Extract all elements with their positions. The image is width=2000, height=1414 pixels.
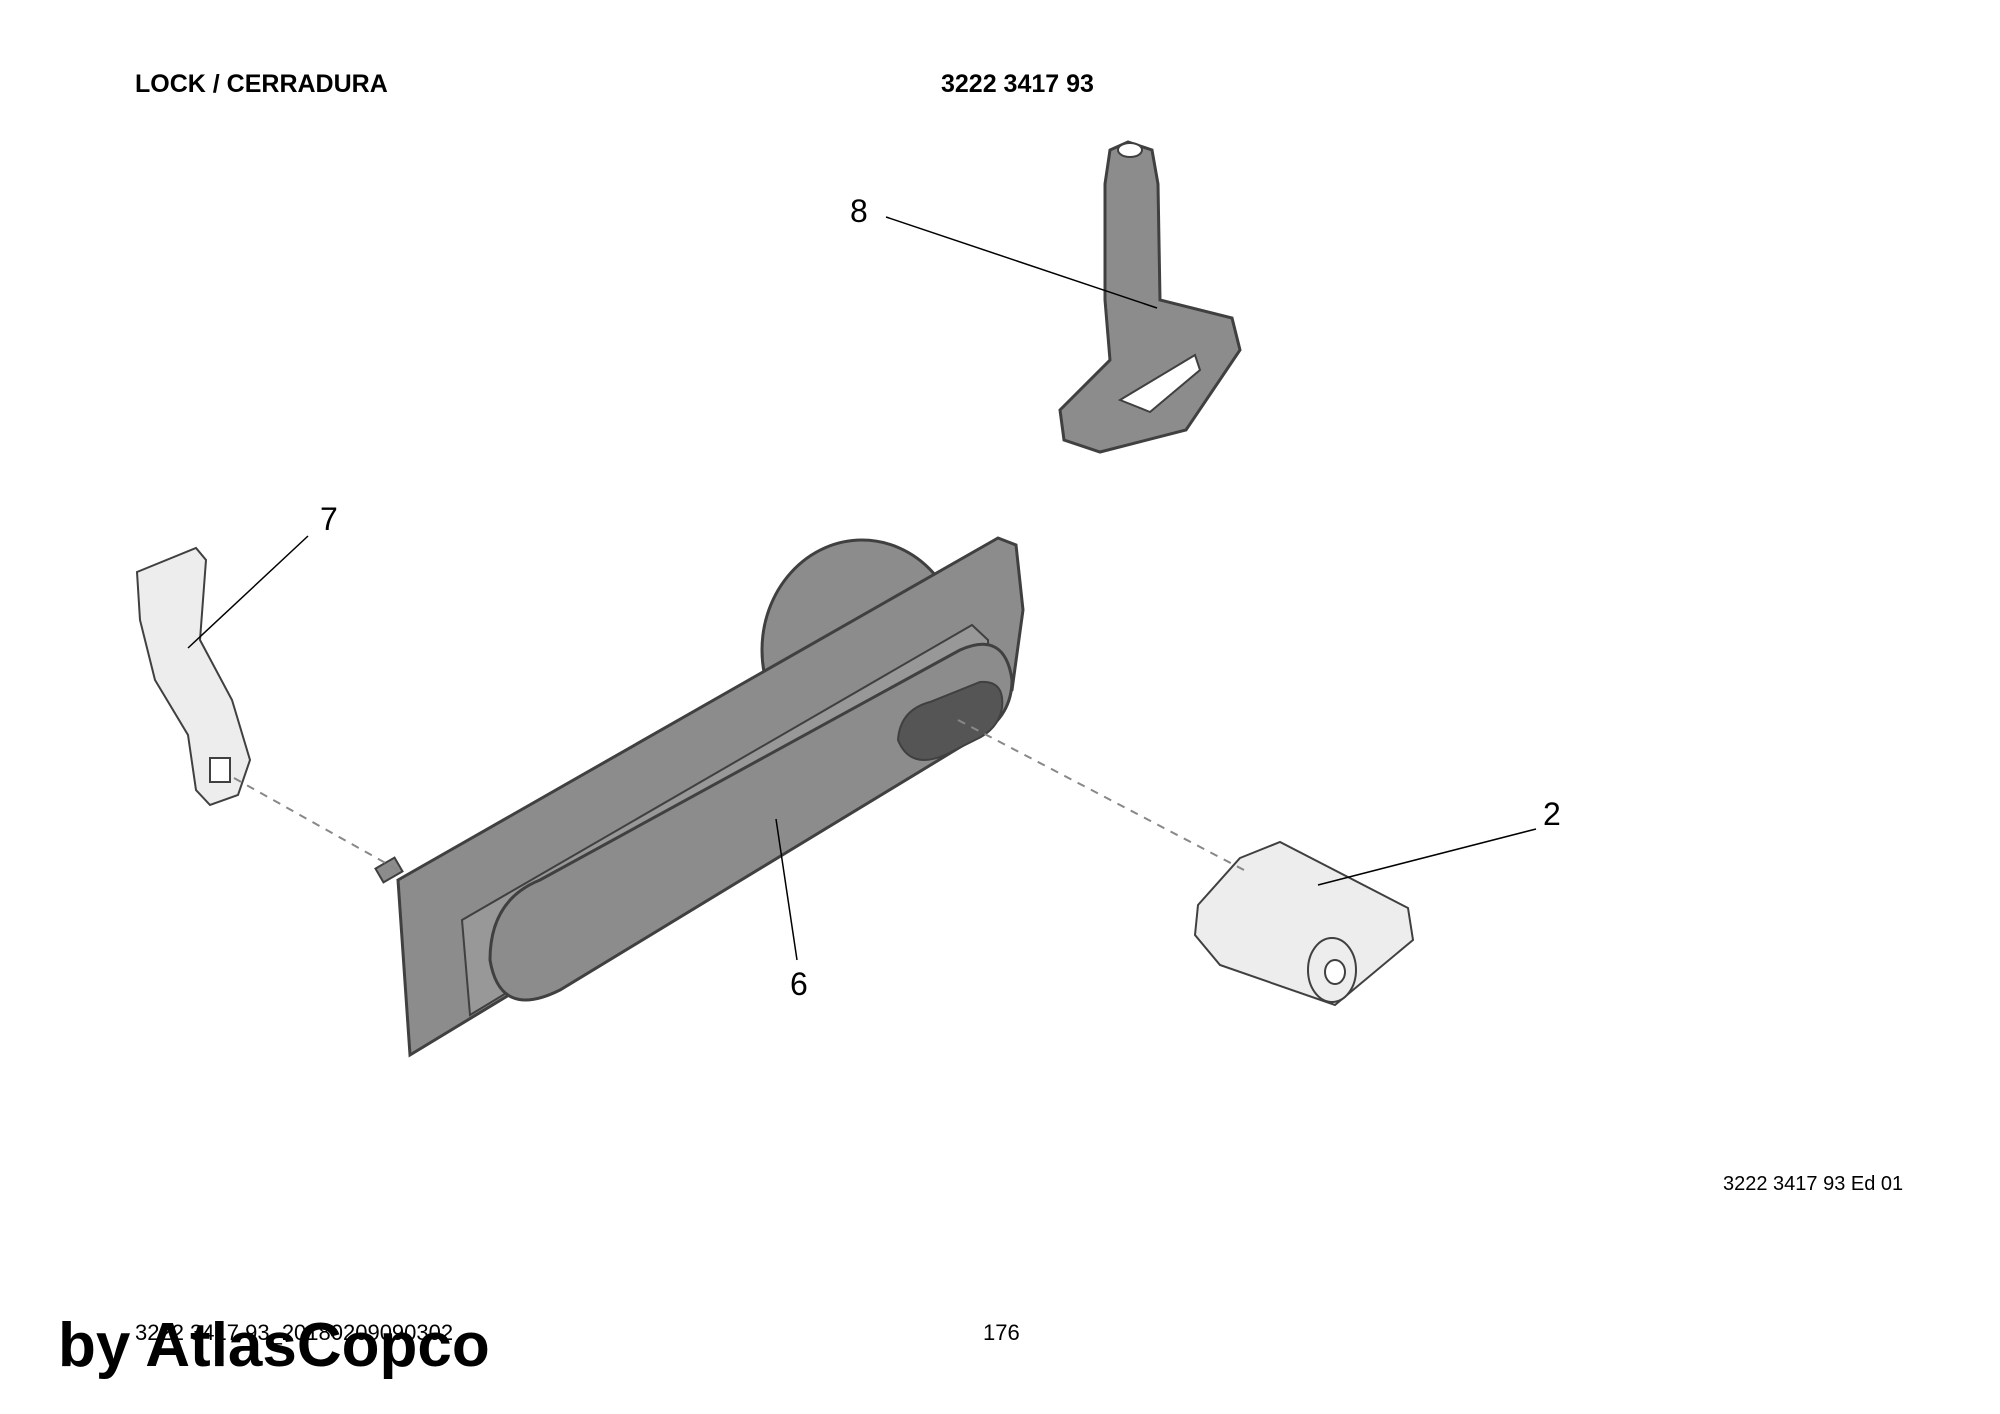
cylinder-part [1193, 840, 1415, 1007]
assembly-line [233, 777, 399, 871]
leader-line-7 [187, 535, 309, 649]
lock-body-part [374, 536, 1025, 1058]
callout-8: 8 [850, 193, 868, 229]
page-number: 176 [983, 1320, 1020, 1345]
leader-line-8 [885, 216, 1158, 309]
callout-7: 7 [320, 501, 338, 537]
key-part [1058, 140, 1242, 454]
leader-line-6 [775, 818, 798, 961]
leader-line-2 [1317, 828, 1537, 886]
callout-2: 2 [1543, 796, 1561, 832]
watermark: by AtlasCopco [58, 1311, 490, 1380]
edition-label: 3222 3417 93 Ed 01 [1723, 1173, 1904, 1195]
cam-lever-part [135, 546, 252, 807]
callout-6: 6 [790, 966, 808, 1002]
part-number: 3222 3417 93 [941, 70, 1094, 98]
assembly-line [957, 719, 1245, 871]
page-title: LOCK / CERRADURA [135, 70, 388, 98]
document-id: 3222 3417 93_20180209090302 [135, 1320, 454, 1345]
